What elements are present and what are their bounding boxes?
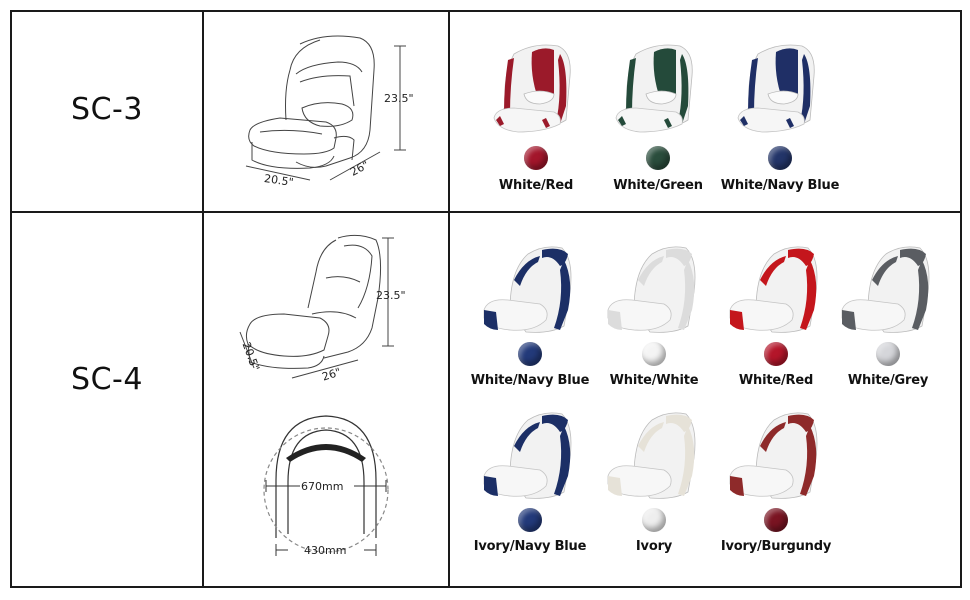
sc4-outer-width-dim: 670mm — [301, 480, 344, 493]
color-label: Ivory/Navy Blue — [473, 539, 587, 554]
seat-image — [728, 36, 828, 136]
column-divider-drawing — [448, 10, 450, 588]
color-swatch — [876, 342, 900, 366]
sc4-inner-width-dim: 430mm — [304, 544, 347, 557]
seat-image — [604, 240, 704, 340]
color-swatch — [642, 508, 666, 532]
color-label: White/Grey — [847, 373, 929, 388]
color-label: White/Red — [738, 373, 814, 388]
color-label: Ivory — [635, 539, 673, 554]
color-swatch — [764, 508, 788, 532]
seat-image — [726, 406, 826, 506]
color-swatch — [764, 342, 788, 366]
color-label: White/Navy Blue — [720, 178, 840, 193]
row-divider — [10, 211, 962, 213]
sc3-height-dim: 23.5" — [384, 92, 414, 105]
color-swatch — [518, 342, 542, 366]
seat-image — [480, 406, 580, 506]
color-swatch — [642, 342, 666, 366]
product-table — [10, 10, 962, 588]
seat-image — [484, 36, 584, 136]
color-swatch — [768, 146, 792, 170]
sc4-height-dim: 23.5" — [376, 289, 406, 302]
seat-image — [838, 240, 938, 340]
seat-image — [604, 406, 704, 506]
color-swatch — [646, 146, 670, 170]
sc4-top-view-drawing — [256, 410, 396, 570]
color-label: Ivory/Burgundy — [720, 539, 832, 554]
color-swatch — [524, 146, 548, 170]
sc4-line-drawing — [228, 228, 428, 388]
model-name-sc3: SC-3 — [71, 92, 143, 127]
color-label: White/Navy Blue — [470, 373, 590, 388]
seat-image — [726, 240, 826, 340]
color-swatch — [518, 508, 542, 532]
model-name-sc4: SC-4 — [71, 362, 143, 397]
column-divider-model — [202, 10, 204, 588]
color-label: White/White — [609, 373, 699, 388]
sc3-line-drawing — [230, 30, 430, 200]
color-label: White/Red — [498, 178, 574, 193]
color-label: White/Green — [613, 178, 703, 193]
seat-image — [606, 36, 706, 136]
seat-image — [480, 240, 580, 340]
